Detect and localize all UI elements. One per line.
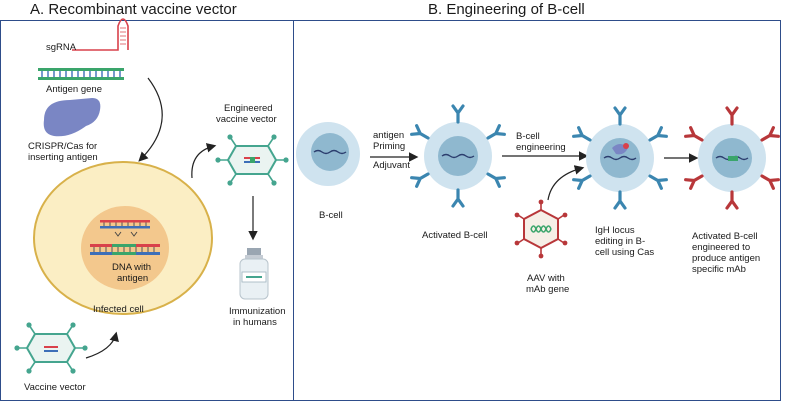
antigen-gene-dna-icon [38, 68, 124, 80]
label-final-1: Activated B-cell [692, 231, 758, 242]
label-engineering-2: engineering [516, 142, 566, 153]
panel-a-title: A. Recombinant vaccine vector [30, 1, 237, 18]
label-infected-cell: Infected cell [93, 304, 144, 315]
engineered-b-cell-icon [684, 106, 780, 210]
label-priming-3: Adjuvant [373, 160, 410, 171]
igh-editing-cell-icon [572, 106, 668, 210]
label-sgrna: sgRNA [46, 42, 77, 53]
label-vaccine-vector: Vaccine vector [24, 382, 86, 393]
arrow-aav [547, 165, 585, 201]
aav-icon [514, 199, 568, 259]
label-crispr-1: CRISPR/Cas for [28, 141, 98, 152]
label-aav-1: AAV with [527, 273, 565, 284]
arrow-to-engineered-vector [191, 143, 217, 179]
label-igh-2: editing in B- [595, 236, 646, 247]
arrow-vector-to-cell [85, 331, 119, 359]
cut-dna-icon [100, 220, 150, 237]
panel-b-title: B. Engineering of B-cell [428, 1, 585, 18]
sgrna-icon [72, 18, 129, 51]
label-engineered-1: Engineered [224, 103, 273, 114]
activated-b-cell-icon [410, 104, 506, 208]
label-dna-with-antigen-1: DNA with [112, 262, 152, 273]
label-final-2: engineered to [692, 242, 751, 253]
label-dna-with-antigen-2: antigen [117, 273, 149, 284]
label-aav-2: mAb gene [526, 284, 570, 295]
engineered-vaccine-vector-icon [215, 134, 289, 186]
label-final-4: specific mAb [692, 264, 746, 275]
label-priming-1: antigen [373, 130, 405, 141]
label-immunization-2: in humans [233, 317, 277, 328]
arrow-to-infected-cell [138, 77, 163, 162]
b-cell-icon [296, 122, 360, 186]
label-engineering-1: B-cell [516, 131, 540, 142]
infected-cell [33, 161, 213, 315]
dna-with-antigen-icon [90, 244, 160, 255]
label-igh-1: IgH locus [595, 225, 635, 236]
label-final-3: produce antigen [692, 253, 761, 264]
crispr-cas-icon [43, 98, 101, 137]
vaccine-vector-icon [14, 322, 88, 374]
label-crispr-2: inserting antigen [28, 152, 98, 163]
vaccine-vial-icon [239, 248, 269, 300]
label-igh-3: cell using Cas [595, 247, 655, 258]
label-b-cell: B-cell [319, 210, 343, 221]
label-activated-b-cell: Activated B-cell [422, 230, 488, 241]
label-antigen-gene: Antigen gene [46, 84, 102, 95]
label-immunization-1: Immunization [229, 306, 286, 317]
label-priming-2: Priming [373, 141, 406, 152]
label-engineered-2: vaccine vector [216, 114, 277, 125]
